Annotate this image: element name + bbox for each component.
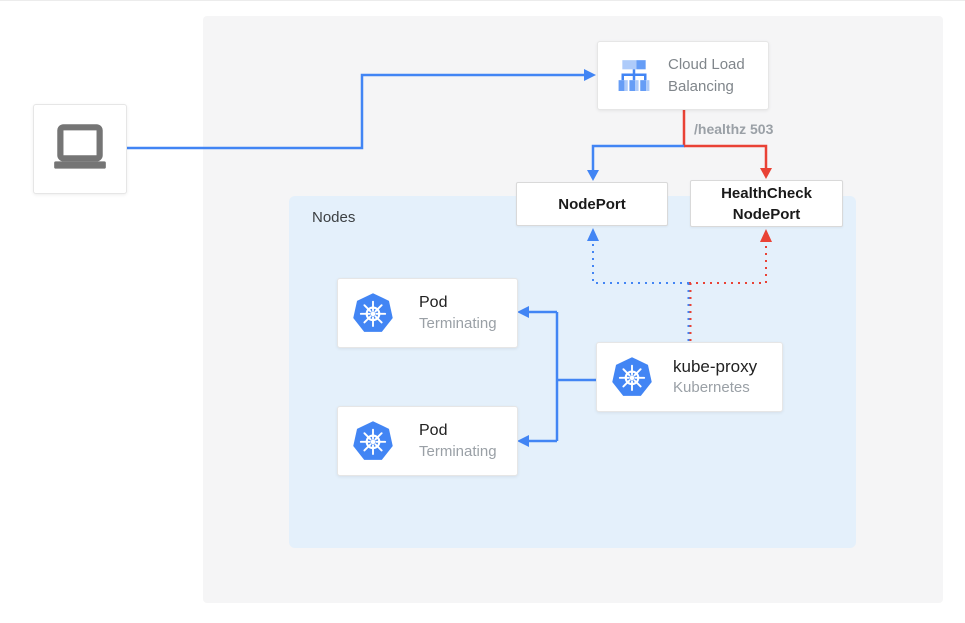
pod-node-2: Pod Terminating: [337, 406, 518, 476]
pod-node-1: Pod Terminating: [337, 278, 518, 348]
kubernetes-icon: [612, 357, 652, 396]
window-top-border: [0, 0, 965, 1]
pod2-status: Terminating: [419, 442, 497, 460]
pod1-status: Terminating: [419, 314, 497, 332]
pod1-title: Pod: [419, 293, 448, 311]
kubernetes-icon: [353, 421, 393, 460]
nodeport-node: NodePort: [516, 182, 668, 226]
kube-proxy-title: kube-proxy: [673, 357, 758, 377]
kube-proxy-node: kube-proxy Kubernetes: [596, 342, 783, 412]
nodeport-label: NodePort: [558, 195, 626, 213]
healthcheck-nodeport-node: HealthCheck NodePort: [690, 180, 843, 227]
client-node: [33, 104, 127, 194]
laptop-icon: [54, 124, 106, 169]
kube-proxy-subtitle: Kubernetes: [673, 379, 750, 397]
cloud-load-balancing-icon: [618, 59, 650, 91]
healthz-status-label: /healthz 503: [694, 121, 774, 137]
nodes-group-label: Nodes: [312, 209, 356, 226]
pod2-title: Pod: [419, 421, 448, 439]
cloud-load-balancing-label: Cloud Load Balancing: [668, 55, 745, 95]
healthcheck-nodeport-label: HealthCheck NodePort: [721, 184, 812, 223]
kubernetes-icon: [353, 293, 393, 332]
cloud-load-balancing-node: Cloud Load Balancing: [597, 41, 769, 110]
